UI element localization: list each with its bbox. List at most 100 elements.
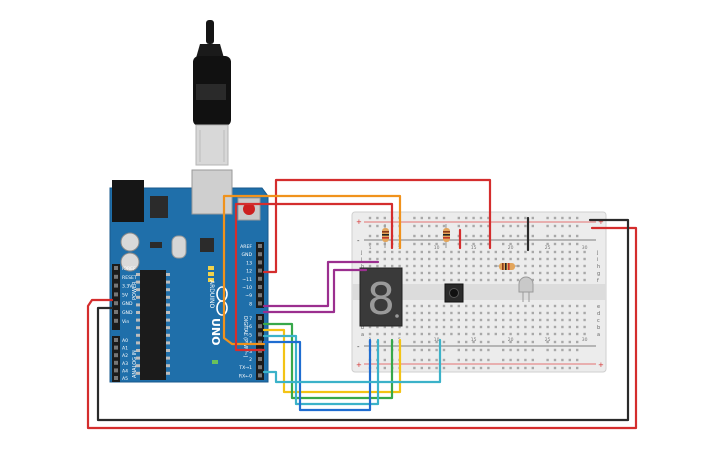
terminal-hole[interactable] [479,318,483,322]
rail-hole[interactable] [568,216,571,220]
terminal-hole[interactable] [502,257,505,261]
terminal-hole[interactable] [420,278,423,282]
terminal-hole[interactable] [465,332,468,336]
header-pin[interactable] [258,316,262,320]
terminal-hole[interactable] [553,264,557,268]
terminal-hole[interactable] [516,311,520,315]
terminal-hole[interactable] [435,278,438,282]
terminal-hole[interactable] [465,278,468,282]
terminal-hole[interactable] [457,257,460,261]
rail-hole[interactable] [509,358,512,362]
header-pin[interactable] [114,360,118,365]
terminal-hole[interactable] [509,318,512,322]
terminal-hole[interactable] [398,264,401,268]
rail-hole[interactable] [472,242,475,246]
rail-hole[interactable] [553,340,557,344]
terminal-hole[interactable] [561,325,564,329]
terminal-hole[interactable] [509,325,512,329]
terminal-hole[interactable] [494,325,497,329]
terminal-hole[interactable] [450,264,453,268]
terminal-hole[interactable] [546,311,549,315]
terminal-hole[interactable] [509,250,512,254]
header-pin[interactable] [258,324,262,329]
rail-hole[interactable] [546,366,549,370]
header-pin[interactable] [258,340,262,345]
terminal-hole[interactable] [450,278,453,282]
terminal-hole[interactable] [428,250,431,254]
rail-hole[interactable] [509,224,512,228]
seven-segment-display[interactable]: 8 [359,267,403,327]
rail-hole[interactable] [509,340,512,344]
terminal-hole[interactable] [391,325,394,329]
rail-hole[interactable] [546,340,549,344]
terminal-hole[interactable] [531,325,534,329]
terminal-hole[interactable] [435,250,438,254]
terminal-hole[interactable] [561,271,564,275]
terminal-hole[interactable] [479,257,483,261]
terminal-hole[interactable] [405,278,409,282]
rail-hole[interactable] [576,242,579,246]
terminal-hole[interactable] [546,257,549,261]
terminal-hole[interactable] [472,318,475,322]
terminal-hole[interactable] [546,325,549,329]
terminal-hole[interactable] [435,257,438,261]
terminal-hole[interactable] [442,250,446,254]
rail-hole[interactable] [487,242,490,246]
terminal-hole[interactable] [487,271,490,275]
terminal-hole[interactable] [576,325,579,329]
rail-hole[interactable] [442,366,446,370]
rail-hole[interactable] [442,348,446,352]
rail-hole[interactable] [546,216,549,220]
terminal-hole[interactable] [539,311,542,315]
rail-hole[interactable] [472,358,475,362]
header-pin[interactable] [114,345,118,350]
terminal-hole[interactable] [450,325,453,329]
terminal-hole[interactable] [398,325,401,329]
terminal-hole[interactable] [583,332,586,336]
terminal-hole[interactable] [487,264,490,268]
rail-hole[interactable] [502,340,505,344]
terminal-hole[interactable] [531,271,534,275]
terminal-hole[interactable] [546,250,549,254]
rail-hole[interactable] [457,366,460,370]
rail-hole[interactable] [383,348,386,352]
terminal-hole[interactable] [539,332,542,336]
rail-hole[interactable] [546,348,549,352]
rail-hole[interactable] [479,216,483,220]
rail-hole[interactable] [531,366,534,370]
header-pin[interactable] [114,301,118,306]
terminal-hole[interactable] [457,271,460,275]
rail-hole[interactable] [413,216,416,220]
rail-hole[interactable] [553,234,557,238]
terminal-hole[interactable] [376,250,379,254]
terminal-hole[interactable] [383,257,386,261]
terminal-hole[interactable] [405,257,409,261]
rail-hole[interactable] [576,358,579,362]
terminal-hole[interactable] [531,264,534,268]
terminal-hole[interactable] [391,332,394,336]
terminal-hole[interactable] [553,318,557,322]
rail-hole[interactable] [413,224,416,228]
rail-hole[interactable] [383,216,386,220]
rail-hole[interactable] [465,366,468,370]
rail-hole[interactable] [516,224,520,228]
terminal-hole[interactable] [450,271,453,275]
rail-hole[interactable] [413,358,416,362]
terminal-hole[interactable] [479,278,483,282]
rail-hole[interactable] [553,366,557,370]
rail-hole[interactable] [524,234,527,238]
terminal-hole[interactable] [420,304,423,308]
rail-hole[interactable] [516,234,520,238]
rail-hole[interactable] [531,348,534,352]
rail-hole[interactable] [435,216,438,220]
terminal-hole[interactable] [472,264,475,268]
terminal-hole[interactable] [465,257,468,261]
terminal-hole[interactable] [465,318,468,322]
terminal-hole[interactable] [472,271,475,275]
terminal-hole[interactable] [509,304,512,308]
rail-hole[interactable] [546,224,549,228]
terminal-hole[interactable] [553,332,557,336]
terminal-hole[interactable] [368,264,372,268]
terminal-hole[interactable] [428,257,431,261]
terminal-hole[interactable] [420,318,423,322]
